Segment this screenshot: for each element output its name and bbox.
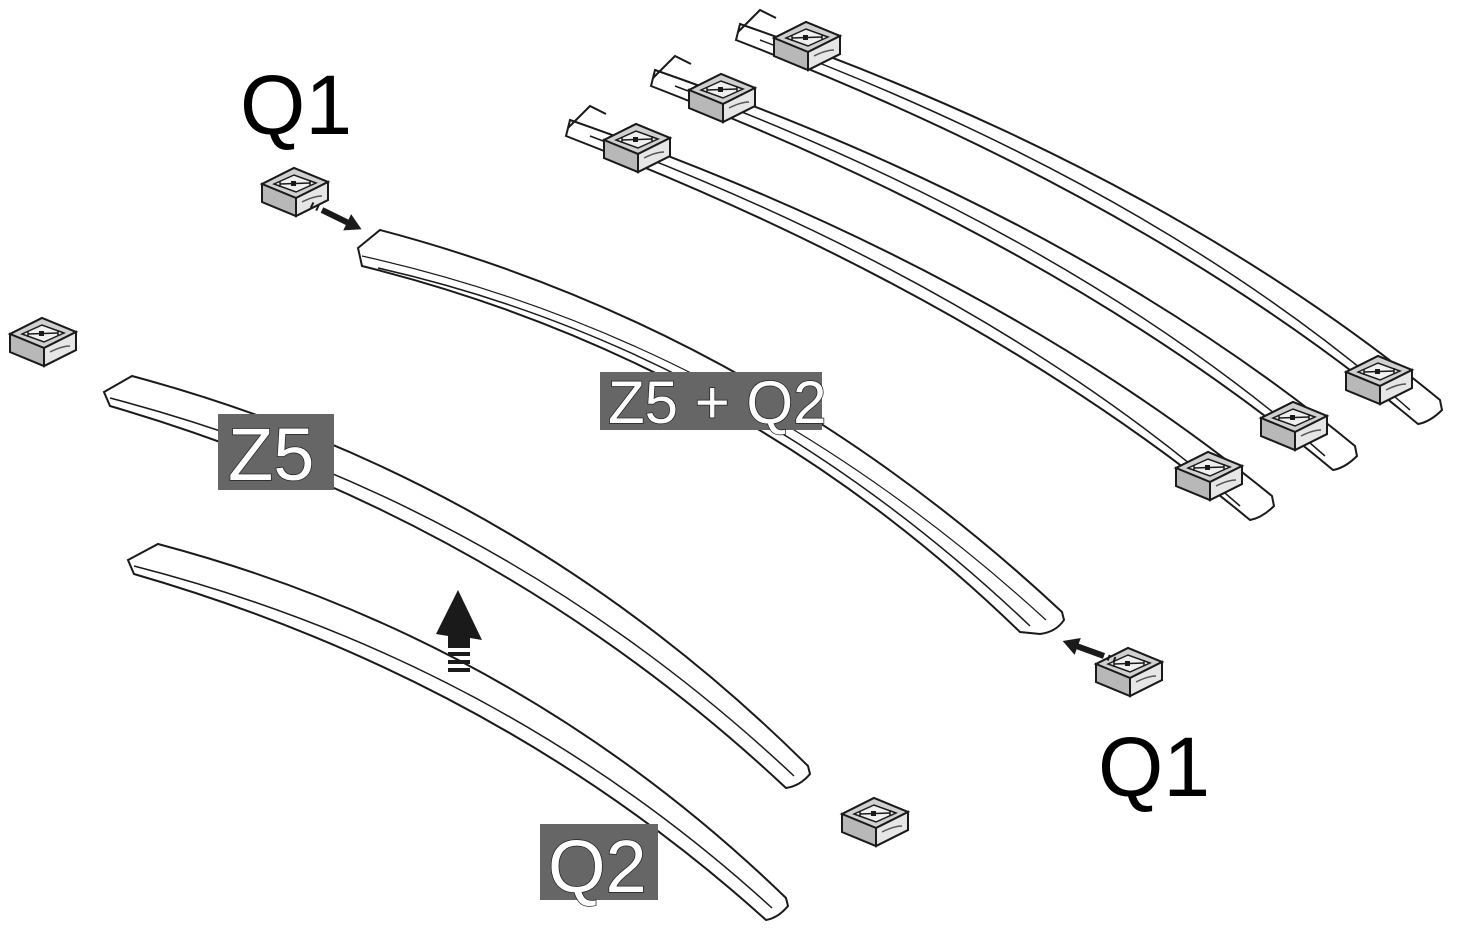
label-z5-plus-q2-box: Z5 + Q2 bbox=[600, 368, 827, 437]
label-z5-box: Z5 bbox=[218, 412, 334, 497]
up-arrow-icon bbox=[436, 590, 482, 672]
assembled-slat-3 bbox=[564, 104, 1276, 522]
label-q2: Q2 bbox=[548, 825, 647, 908]
slat-q2 bbox=[126, 542, 790, 922]
end-cap-icon bbox=[1095, 647, 1163, 697]
label-z5-plus-q2: Z5 + Q2 bbox=[608, 369, 826, 436]
label-q2-box: Q2 bbox=[540, 824, 658, 909]
assembled-slat-2 bbox=[649, 54, 1359, 472]
label-q1-bottom: Q1 bbox=[1098, 720, 1210, 814]
label-q1-top: Q1 bbox=[240, 58, 352, 152]
assembled-slat-1 bbox=[734, 8, 1444, 426]
label-z5: Z5 bbox=[228, 413, 314, 496]
end-cap-icon bbox=[841, 797, 909, 847]
end-cap-icon bbox=[9, 317, 77, 367]
